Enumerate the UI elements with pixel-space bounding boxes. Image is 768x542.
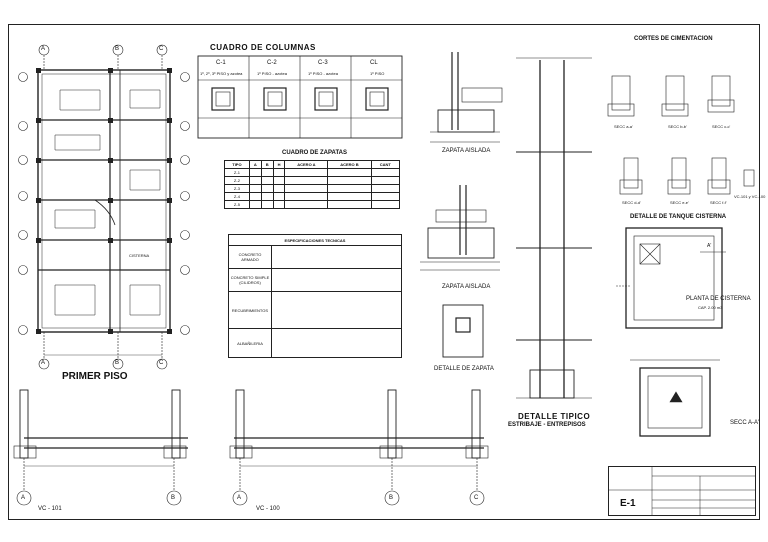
footings-col-acero-a: ACERO A — [284, 160, 329, 169]
specs-row-label: RECUBRIMIENTOS — [228, 291, 272, 329]
footings-header-row: TIPO A B H ACERO A ACERO B CANT — [224, 160, 401, 169]
specs-row-label: CONCRETO SIMPLE (CILIDROS) — [228, 268, 272, 292]
axis-bottom-b: B — [115, 360, 120, 366]
title-block — [608, 466, 756, 516]
footing-type: Z-2 — [224, 176, 250, 185]
cut-label-vc: VC-101 y VC-100 — [734, 194, 766, 199]
stair-detail-line2: ESTRIBAJE - ENTREPISOS — [508, 422, 586, 428]
axis-top-a: A — [41, 46, 46, 52]
axis-bottom-a: A — [41, 360, 46, 366]
footings-col-a: A — [248, 160, 262, 169]
col-sub-c2: 1º PISO - azotea — [257, 71, 287, 76]
beam2-label: VC - 100 — [256, 506, 280, 512]
tank-plan-sub: CAP. 2.00 m3 — [698, 305, 723, 310]
footings-table-title: CUADRO DE ZAPATAS — [282, 150, 347, 156]
col-header-c1: C-1 — [216, 60, 226, 66]
beam-vc-101 — [13, 389, 188, 506]
col-header-c3: C-3 — [318, 60, 328, 66]
specs-table: ESPECIFICACIONES TECNICAS CONCRETO ARMAD… — [228, 234, 402, 358]
table-row: Z-2 — [224, 176, 401, 185]
plan-title: PRIMER PISO — [62, 371, 128, 382]
col-header-cl: CL — [370, 60, 378, 66]
footing-type: Z-5 — [224, 200, 250, 209]
axis-bottom-c: C — [159, 360, 164, 366]
tank-section-marker: A' — [707, 243, 712, 249]
foundation-cuts — [607, 75, 755, 195]
room-label-cisterna: CISTERNA — [129, 253, 150, 258]
beam1-axis-a: A — [21, 495, 26, 501]
foundation-cuts-title: CORTES DE CIMENTACION — [634, 36, 713, 42]
footing-detail-2 — [420, 185, 500, 271]
floor-plan — [18, 44, 190, 370]
cut-label-e: SECC e-e' — [670, 200, 689, 205]
col-header-c2: C-2 — [267, 60, 277, 66]
drawing-sheet — [8, 24, 760, 520]
tank-section — [630, 359, 720, 437]
cut-label-c: SECC c-c' — [712, 124, 731, 129]
axis-top-b: B — [115, 46, 120, 52]
specs-row-label: ALBAÑILERIA — [228, 328, 272, 358]
beam-vc-100 — [229, 389, 489, 506]
footing-type: Z-3 — [224, 184, 250, 193]
footing-detail-1-label: ZAPATA AISLADA — [442, 148, 491, 154]
table-row: Z-3 — [224, 184, 401, 193]
columns-table-frame — [197, 55, 403, 139]
specs-row-label: CONCRETO ARMADO — [228, 245, 272, 269]
sheet-number: E-1 — [620, 498, 636, 509]
footings-col-acero-b: ACERO B — [327, 160, 372, 169]
footing-type: Z-4 — [224, 192, 250, 201]
footing-type: Z-1 — [224, 168, 250, 177]
stair-detail-line1: DETALLE TIPICO — [518, 412, 591, 421]
tank-plan-label: PLANTA DE CISTERNA — [686, 296, 751, 302]
table-row: Z-1 — [224, 168, 401, 177]
footing-detail-1 — [430, 52, 503, 143]
beam2-axis-c: C — [474, 495, 479, 501]
tank-section-label: SECC A-A' — [730, 420, 760, 426]
tank-plan — [616, 227, 726, 329]
specs-title: ESPECIFICACIONES TECNICAS — [228, 234, 402, 246]
beam1-label: VC - 101 — [38, 506, 62, 512]
footing-detail-3 — [442, 304, 484, 358]
beam2-axis-a: A — [237, 495, 242, 501]
cut-label-d: SECC d-d' — [622, 200, 641, 205]
cut-label-f: SECC f-f' — [710, 200, 727, 205]
tank-title: DETALLE DE TANQUE CISTERNA — [630, 214, 727, 220]
col-sub-cl: 1º PISO — [370, 71, 385, 76]
columns-table-title: CUADRO DE COLUMNAS — [210, 43, 316, 52]
footing-detail-2-label: ZAPATA AISLADA — [442, 284, 491, 290]
axis-top-c: C — [159, 46, 164, 52]
stair-column-elevation — [516, 57, 592, 399]
footings-col-h: H — [272, 160, 286, 169]
footings-table: TIPO A B H ACERO A ACERO B CANT Z-1 Z-2 … — [224, 160, 401, 209]
cut-label-b: SECC b-b' — [668, 124, 687, 129]
footings-col-cant: CANT — [370, 160, 401, 169]
cut-label-a: SECC a-a' — [614, 124, 633, 129]
title-block-lines — [608, 466, 756, 516]
footings-col-b: B — [260, 160, 274, 169]
footings-col-tipo: TIPO — [224, 160, 250, 169]
col-sub-c1: 1º, 2º, 3º PISO y azotea — [200, 71, 243, 76]
table-row: Z-5 — [224, 200, 401, 209]
table-row: Z-4 — [224, 192, 401, 201]
beam2-axis-b: B — [389, 495, 394, 501]
col-sub-c3: 1º PISO - azotea — [308, 71, 338, 76]
beam1-axis-b: B — [171, 495, 176, 501]
footing-detail-3-label: DETALLE DE ZAPATA — [434, 366, 494, 372]
